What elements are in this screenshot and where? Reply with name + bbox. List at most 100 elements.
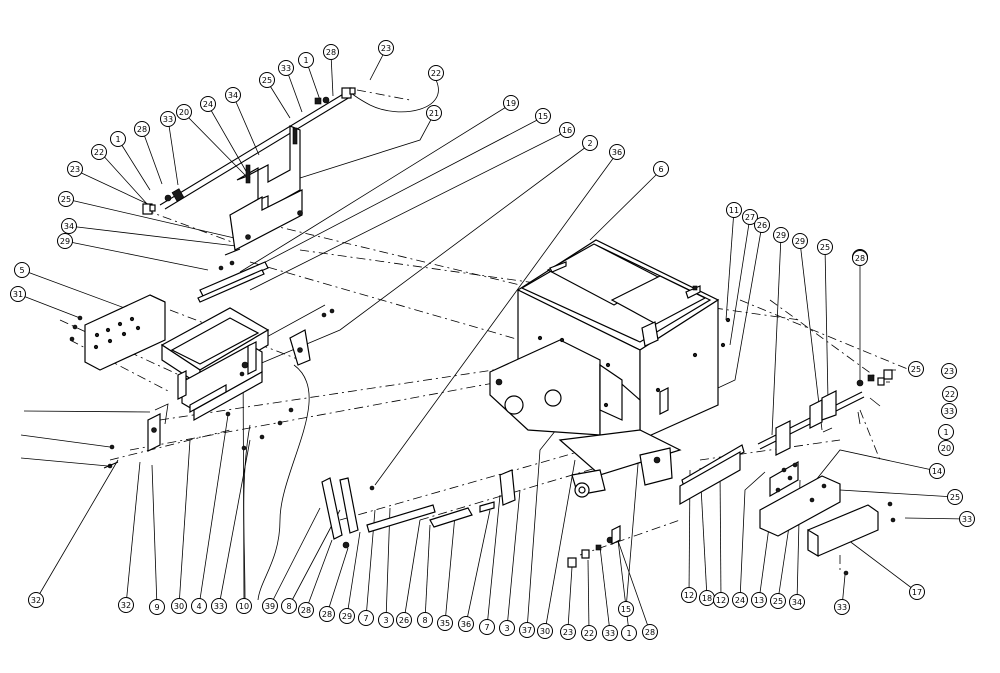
callout-33: 33 <box>278 60 294 76</box>
rollers <box>321 469 516 549</box>
callout-label: 29 <box>342 612 352 621</box>
callout-label: 39 <box>265 602 275 611</box>
callout-29: 29 <box>792 233 808 249</box>
callout-label: 21 <box>429 109 439 118</box>
callout-label: 6 <box>658 165 663 174</box>
callout-circle <box>621 625 637 641</box>
callout-circle <box>908 361 924 377</box>
callout-32: 32 <box>28 592 44 608</box>
callout-label: 7 <box>484 623 489 632</box>
callout-label: 20 <box>941 444 951 453</box>
callout-circle <box>262 598 278 614</box>
callout-label: 34 <box>792 598 802 607</box>
callout-label: 24 <box>203 100 213 109</box>
callout-26: 26 <box>754 217 770 233</box>
callout-label: 24 <box>735 596 745 605</box>
callout-circle <box>298 52 314 68</box>
callout-circle <box>609 144 625 160</box>
callout-label: 25 <box>820 243 830 252</box>
callout-35: 35 <box>437 615 453 631</box>
callout-circle <box>535 108 551 124</box>
callout-circle <box>236 598 252 614</box>
callout-circle <box>378 612 394 628</box>
callout-7: 7 <box>358 610 374 626</box>
callout-circle <box>941 403 957 419</box>
callout-label: 22 <box>431 69 441 78</box>
callout-circle <box>58 191 74 207</box>
callout-36: 36 <box>458 616 474 632</box>
callout-circle <box>681 587 697 603</box>
callout-28: 28 <box>134 121 150 137</box>
callout-label: 10 <box>239 602 249 611</box>
callout-22: 22 <box>91 144 107 160</box>
callout-circle <box>602 625 618 641</box>
callout-label: 28 <box>301 606 311 615</box>
callout-circle <box>134 121 150 137</box>
callout-label: 17 <box>912 588 922 597</box>
callout-6: 6 <box>653 161 669 177</box>
callout-28: 28 <box>298 602 314 618</box>
callout-33: 33 <box>211 598 227 614</box>
callout-14: 14 <box>929 463 945 479</box>
callout-label: 19 <box>506 99 516 108</box>
callout-label: 16 <box>562 126 572 135</box>
callout-label: 32 <box>31 596 41 605</box>
callout-circle <box>281 598 297 614</box>
callout-label: 13 <box>754 596 764 605</box>
callout-17: 17 <box>909 584 925 600</box>
callout-label: 27 <box>745 213 755 222</box>
callout-label: 33 <box>837 603 847 612</box>
callout-5: 5 <box>14 262 30 278</box>
callout-circle <box>726 202 742 218</box>
callout-label: 33 <box>281 64 291 73</box>
callout-27: 27 <box>742 209 758 225</box>
callout-label: 30 <box>540 627 550 636</box>
callout-circle <box>149 599 165 615</box>
callout-circle <box>200 96 216 112</box>
callout-circle <box>171 598 187 614</box>
callout-circle <box>10 286 26 302</box>
callout-circle <box>118 597 134 613</box>
callout-circle <box>225 87 241 103</box>
callout-12: 12 <box>681 587 697 603</box>
callout-circle <box>754 217 770 233</box>
bracket-plate-17 <box>807 501 896 576</box>
callout-label: 3 <box>504 624 509 633</box>
callout-36: 36 <box>609 144 625 160</box>
hardware-left <box>69 315 294 451</box>
callout-label: 14 <box>932 467 942 476</box>
callout-circle <box>437 615 453 631</box>
callout-22: 22 <box>581 625 597 641</box>
callout-label: 25 <box>911 365 921 374</box>
callout-label: 5 <box>19 266 24 275</box>
callout-29: 29 <box>57 233 73 249</box>
callout-19: 19 <box>503 95 519 111</box>
callout-label: 3 <box>383 616 388 625</box>
callout-30: 30 <box>537 623 553 639</box>
callout-circle <box>742 209 758 225</box>
callout-26: 26 <box>396 612 412 628</box>
callout-label: 34 <box>228 91 238 100</box>
callout-15: 15 <box>535 108 551 124</box>
lower-left-brackets <box>103 403 169 469</box>
callout-3: 3 <box>378 612 394 628</box>
callout-label: 25 <box>773 597 783 606</box>
callout-circle <box>91 144 107 160</box>
callout-circle <box>499 620 515 636</box>
callout-28: 28 <box>323 44 339 60</box>
callout-circle <box>792 233 808 249</box>
side-panel-31 <box>84 294 166 371</box>
callout-1: 1 <box>298 52 314 68</box>
callout-label: 30 <box>174 602 184 611</box>
callout-label: 1 <box>303 56 308 65</box>
callout-circle <box>947 489 963 505</box>
callout-34: 34 <box>789 594 805 610</box>
callout-11: 11 <box>726 202 742 218</box>
callout-circle <box>852 250 868 266</box>
callout-31: 31 <box>10 286 26 302</box>
callout-circle <box>479 619 495 635</box>
callout-circle <box>211 598 227 614</box>
callout-circle <box>582 135 598 151</box>
callout-circle <box>770 593 786 609</box>
leader-lines <box>17 48 968 633</box>
